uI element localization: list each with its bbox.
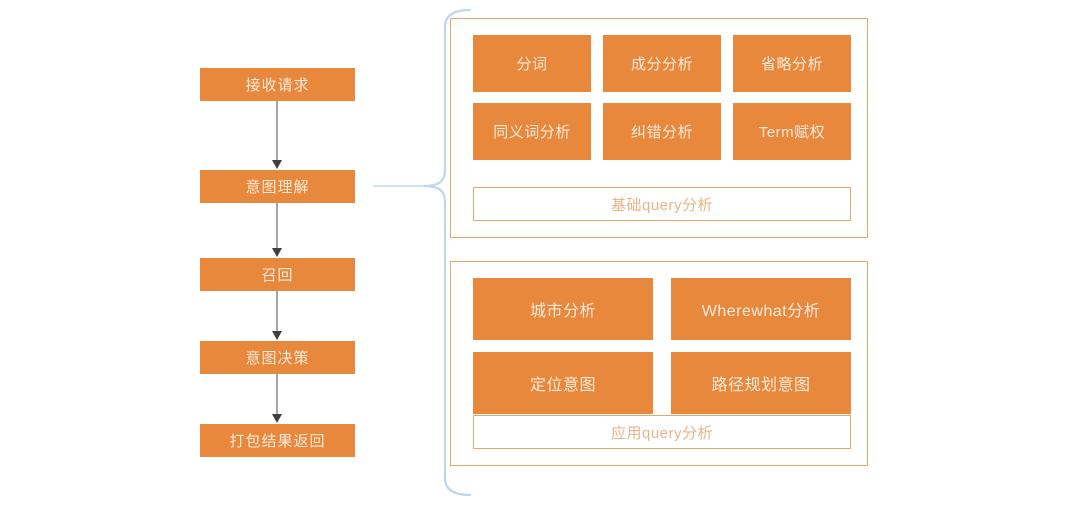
flow-arrow-2: [272, 203, 282, 257]
flow-arrow-1: [272, 101, 282, 169]
flow-step-receive-request: 接收请求: [200, 68, 355, 101]
cell-synonym-analysis: 同义词分析: [473, 103, 591, 160]
cell-term-weighting: Term赋权: [733, 103, 851, 160]
panel-label-basic-query-analysis: 基础query分析: [473, 187, 851, 221]
panel-basic-query-analysis: 分词 成分分析 省略分析 同义词分析 纠错分析 Term赋权 基础query分析: [450, 18, 868, 238]
flow-arrow-3: [272, 291, 282, 340]
panel-applied-query-analysis: 城市分析 Wherewhat分析 定位意图 路径规划意图 应用query分析: [450, 261, 868, 466]
panel-applied-grid: 城市分析 Wherewhat分析 定位意图 路径规划意图: [473, 278, 851, 414]
flow-step-intent-understanding: 意图理解: [200, 170, 355, 203]
cell-constituent-analysis: 成分分析: [603, 35, 721, 92]
cell-location-intent: 定位意图: [473, 352, 653, 414]
flow-arrow-4: [272, 374, 282, 423]
panel-basic-grid: 分词 成分分析 省略分析 同义词分析 纠错分析 Term赋权: [473, 35, 851, 160]
cell-wherewhat-analysis: Wherewhat分析: [671, 278, 851, 340]
cell-route-planning-intent: 路径规划意图: [671, 352, 851, 414]
flow-step-recall: 召回: [200, 258, 355, 291]
cell-city-analysis: 城市分析: [473, 278, 653, 340]
cell-ellipsis-analysis: 省略分析: [733, 35, 851, 92]
cell-word-segmentation: 分词: [473, 35, 591, 92]
cell-error-correction-analysis: 纠错分析: [603, 103, 721, 160]
flow-step-package-result-return: 打包结果返回: [200, 424, 355, 457]
panel-label-applied-query-analysis: 应用query分析: [473, 415, 851, 449]
flow-step-intent-decision: 意图决策: [200, 341, 355, 374]
